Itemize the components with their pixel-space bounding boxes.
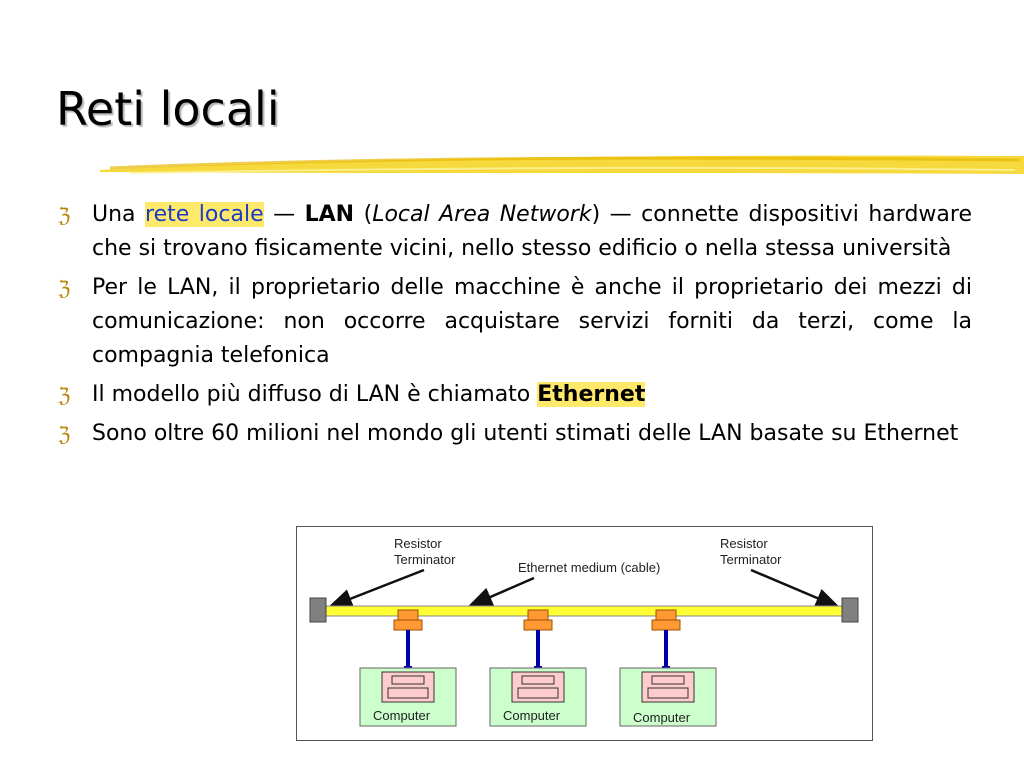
arrow-left [327, 568, 425, 609]
z-bullet-icon: ℨ [58, 383, 71, 407]
resistor-right-label-1: Resistor [720, 536, 768, 551]
bullet-list: ℨ Una rete locale — LAN (Local Area Netw… [58, 198, 972, 456]
ethernet-term: Ethernet [537, 382, 646, 407]
bullet-text: Il modello più diffuso di LAN è chiamato [92, 382, 538, 407]
bullet-text: — [263, 202, 305, 227]
computer-1-label: Computer [373, 708, 431, 723]
title-underline-stroke [100, 155, 1024, 174]
arrow-medium [467, 576, 535, 607]
bullet-item: ℨ Per le LAN, il proprietario delle macc… [58, 271, 972, 373]
terminator-left [309, 597, 327, 623]
computer-2-label: Computer [503, 708, 561, 723]
computer-1: Computer [359, 667, 457, 727]
medium-label: Ethernet medium (cable) [518, 560, 660, 575]
resistor-left-label-1: Resistor [394, 536, 442, 551]
arrow-right [750, 568, 841, 608]
resistor-right-label-2: Terminator [720, 552, 782, 567]
computer-2: Computer [489, 667, 587, 727]
lan-full-term: Local Area Network [372, 202, 592, 227]
bullet-text: ( [354, 202, 373, 227]
z-bullet-icon: ℨ [58, 276, 71, 300]
computer-3-label: Computer [633, 710, 691, 725]
slide-title: Reti locali [56, 82, 280, 136]
lan-term: LAN [304, 202, 355, 227]
rete-locale-link[interactable]: rete locale [145, 202, 264, 227]
computer-3: Computer [619, 667, 717, 727]
terminator-right [841, 597, 859, 623]
z-bullet-icon: ℨ [58, 422, 71, 446]
bullet-text: Una [92, 202, 146, 227]
bullet-text: — connette dispositivi hardware che si t… [92, 202, 972, 261]
z-bullet-icon: ℨ [58, 203, 71, 227]
bullet-item: ℨ Sono oltre 60 milioni nel mondo gli ut… [58, 417, 972, 451]
bullet-text: Per le LAN, il proprietario delle macchi… [92, 275, 972, 368]
bullet-item: ℨ Una rete locale — LAN (Local Area Netw… [58, 198, 972, 266]
bullet-text: ) [591, 202, 601, 227]
bullet-item: ℨ Il modello più diffuso di LAN è chiama… [58, 378, 972, 412]
resistor-left-label-2: Terminator [394, 552, 456, 567]
bullet-text: Sono oltre 60 milioni nel mondo gli uten… [92, 421, 959, 446]
ethernet-bus-diagram: Resistor Terminator Ethernet medium (cab… [296, 526, 873, 741]
